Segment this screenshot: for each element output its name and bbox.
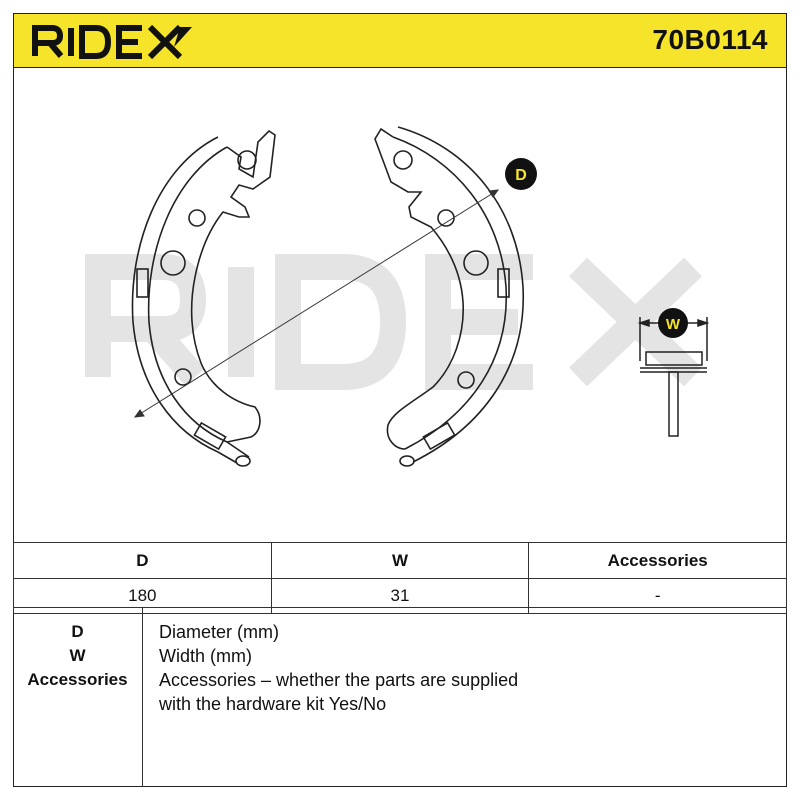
header-d: D [13, 542, 272, 579]
legend-desc-accessories: Accessories – whether the parts are supp… [159, 670, 519, 690]
legend-desc-w: Width (mm) [159, 646, 252, 666]
badge-d: D [505, 158, 537, 190]
ridex-logo [32, 24, 192, 59]
legend-key-d: D [71, 622, 84, 641]
width-cross-section [637, 317, 710, 437]
legend-desc-d: Diameter (mm) [159, 622, 279, 642]
watermark-logo [85, 254, 702, 390]
spec-table: D W Accessories 180 31 - [13, 542, 787, 614]
legend-keys: D W Accessories [13, 608, 143, 787]
header-accessories: Accessories [528, 542, 787, 579]
header-w: W [270, 542, 530, 579]
svg-text:D: D [515, 167, 527, 184]
legend-descriptions: Diameter (mm) Width (mm) Accessories – w… [159, 620, 518, 716]
header-bar: 70B0114 [13, 13, 787, 68]
badge-w: W [658, 308, 688, 338]
value-accessories: - [528, 578, 787, 614]
spec-header-row: D W Accessories [13, 542, 787, 579]
part-number: 70B0114 [652, 24, 768, 55]
legend-key-w: W [69, 646, 86, 665]
legend-key-accessories: Accessories [27, 670, 128, 689]
left-brake-shoe [131, 129, 276, 467]
svg-text:W: W [666, 316, 681, 333]
legend: D W Accessories Diameter (mm) Width (mm)… [13, 607, 787, 787]
brake-shoe-drawing: D W [85, 126, 710, 467]
diameter-dimension [133, 189, 500, 418]
legend-desc-accessories-cont: with the hardware kit Yes/No [159, 694, 387, 714]
value-w: 31 [270, 578, 530, 614]
spec-value-row: 180 31 - [13, 578, 787, 614]
